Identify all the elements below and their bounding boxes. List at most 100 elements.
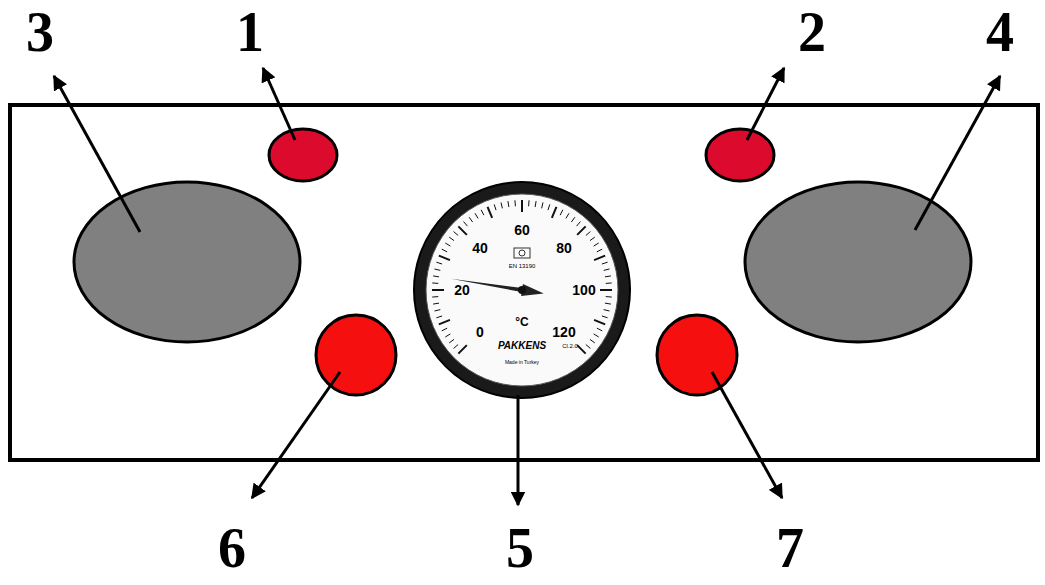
standard-label: EN 13190 bbox=[509, 263, 536, 269]
callout-number: 6 bbox=[218, 520, 246, 576]
scale-number: 20 bbox=[454, 283, 470, 297]
grey-dial bbox=[745, 182, 971, 342]
leader-arrow bbox=[517, 395, 520, 505]
scale-tick bbox=[434, 269, 440, 270]
scale-tick bbox=[577, 226, 585, 234]
indicator-lamp bbox=[269, 129, 337, 181]
scale-tick bbox=[604, 310, 610, 311]
scale-tick bbox=[494, 204, 496, 210]
scale-tick bbox=[501, 202, 502, 208]
scale-tick bbox=[514, 200, 515, 206]
scale-tick bbox=[488, 207, 493, 218]
scale-tick bbox=[552, 207, 557, 218]
scale-tick bbox=[433, 303, 439, 305]
scale-tick bbox=[436, 262, 442, 264]
leader-arrow bbox=[712, 372, 782, 498]
scale-tick bbox=[605, 275, 611, 277]
scale-number: 60 bbox=[514, 223, 530, 237]
callout-number: 2 bbox=[798, 4, 826, 60]
scale-tick bbox=[445, 334, 450, 337]
scale-tick bbox=[602, 316, 608, 318]
needle-pivot bbox=[518, 286, 526, 294]
scale-tick bbox=[464, 222, 468, 227]
scale-tick bbox=[597, 249, 602, 252]
scale-tick bbox=[507, 201, 509, 207]
scale-tick bbox=[604, 269, 610, 270]
scale-tick bbox=[449, 237, 454, 241]
red-button bbox=[316, 315, 396, 395]
scale-tick bbox=[434, 310, 440, 311]
unit-label: °C bbox=[515, 316, 528, 328]
scale-tick bbox=[433, 275, 439, 277]
scale-tick bbox=[432, 282, 438, 283]
scale-tick bbox=[586, 232, 591, 236]
scale-tick bbox=[560, 210, 563, 215]
scale-tick bbox=[528, 200, 529, 206]
scale-tick bbox=[535, 201, 537, 207]
leader-arrow bbox=[252, 372, 340, 498]
brand-label: PAKKENS bbox=[498, 341, 546, 351]
scale-tick bbox=[566, 213, 569, 218]
leader-arrow bbox=[54, 76, 140, 232]
scale-tick bbox=[605, 303, 611, 305]
scale-tick bbox=[586, 345, 591, 349]
scale-tick bbox=[432, 296, 438, 297]
red-button bbox=[657, 315, 737, 395]
scale-tick bbox=[548, 204, 550, 210]
leader-arrow bbox=[915, 76, 1000, 230]
scale-tick bbox=[454, 232, 459, 236]
scale-tick bbox=[590, 237, 595, 241]
callout-number: 3 bbox=[26, 4, 54, 60]
scale-tick bbox=[606, 296, 612, 297]
gauge-bezel bbox=[414, 182, 630, 398]
scale-tick bbox=[577, 345, 585, 353]
callout-number: 5 bbox=[506, 520, 534, 576]
callout-number: 1 bbox=[236, 4, 264, 60]
gauge-logo bbox=[514, 248, 530, 258]
scale-tick bbox=[458, 226, 466, 234]
scale-tick bbox=[594, 334, 599, 337]
scale-tick bbox=[600, 289, 612, 291]
scale-number: 100 bbox=[572, 283, 595, 297]
scale-tick bbox=[542, 202, 543, 208]
scale-number: 80 bbox=[556, 241, 572, 255]
scale-tick bbox=[439, 320, 450, 325]
scale-tick bbox=[571, 217, 575, 222]
scale-tick bbox=[590, 339, 595, 343]
scale-tick bbox=[481, 210, 484, 215]
grey-dial bbox=[74, 182, 300, 342]
scale-number: 0 bbox=[476, 325, 484, 339]
callout-number: 4 bbox=[986, 4, 1014, 60]
gauge-ticks bbox=[432, 200, 612, 354]
scale-tick bbox=[594, 256, 605, 261]
scale-tick bbox=[602, 262, 608, 264]
indicator-lamp bbox=[706, 129, 774, 181]
origin-label: Made in Turkey bbox=[505, 360, 539, 365]
scale-tick bbox=[606, 282, 612, 283]
scale-tick bbox=[475, 213, 478, 218]
scale-tick bbox=[439, 256, 450, 261]
scale-tick bbox=[577, 222, 581, 227]
scale-tick bbox=[442, 328, 447, 331]
scale-tick bbox=[521, 200, 523, 212]
scale-number: 40 bbox=[472, 241, 488, 255]
scale-tick bbox=[442, 249, 447, 252]
scale-tick bbox=[449, 339, 454, 343]
scale-tick bbox=[458, 345, 466, 353]
leader-arrow bbox=[263, 68, 295, 140]
scale-number: 120 bbox=[552, 325, 575, 339]
scale-tick bbox=[454, 345, 459, 349]
leader-arrows bbox=[54, 68, 1000, 505]
gauge-face bbox=[426, 194, 618, 386]
scale-tick bbox=[597, 328, 602, 331]
panel-outline bbox=[10, 105, 1038, 460]
scale-tick bbox=[594, 320, 605, 325]
scale-tick bbox=[469, 217, 473, 222]
scale-tick bbox=[436, 316, 442, 318]
scale-tick bbox=[445, 243, 450, 246]
callout-number: 7 bbox=[776, 520, 804, 576]
class-label: Cl.2.0 bbox=[562, 343, 578, 349]
scale-tick bbox=[432, 289, 444, 291]
